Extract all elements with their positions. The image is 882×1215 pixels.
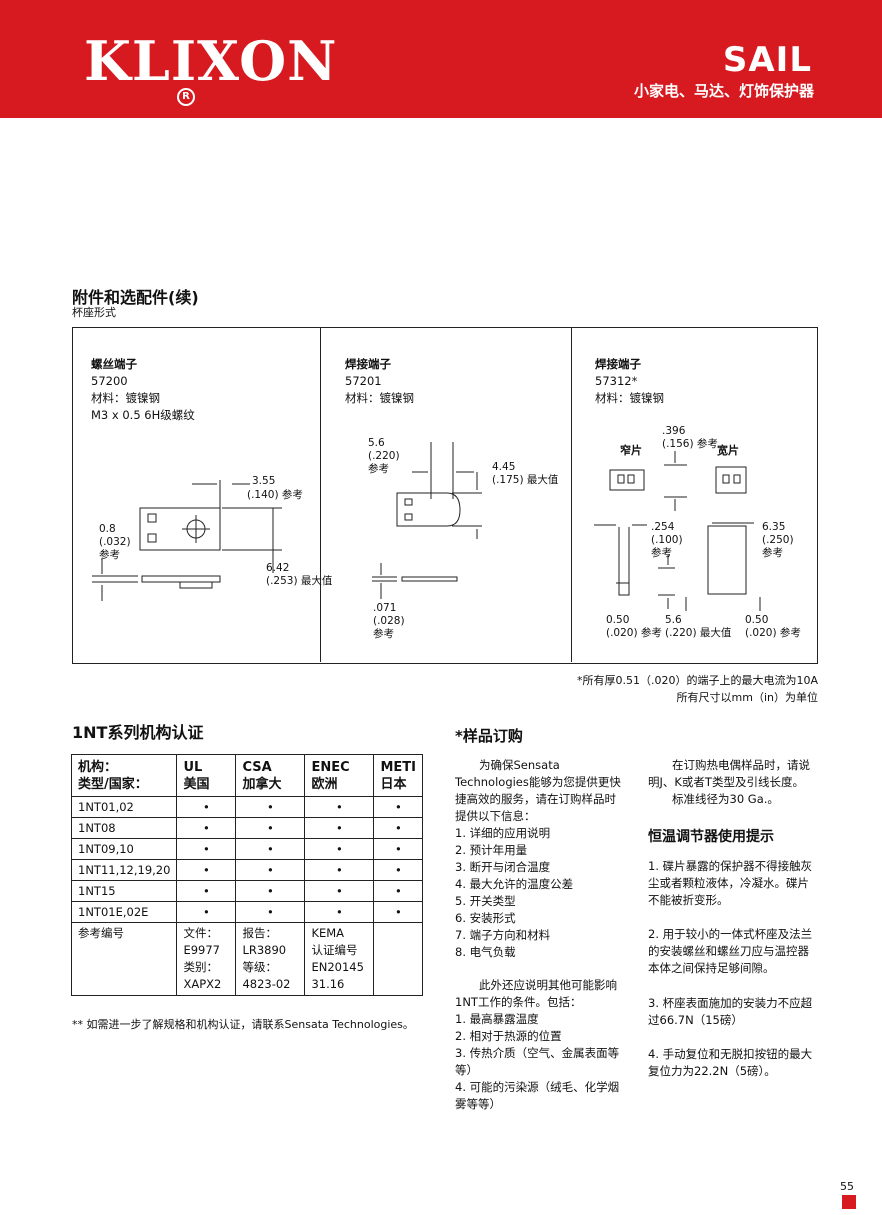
wide-tab — [715, 466, 747, 494]
list-item: 7. 端子方向和材料 — [455, 928, 551, 942]
klixon-logo: KLIXON — [84, 29, 338, 93]
thread-spec: M3 x 0.5 6H级螺纹 — [91, 408, 195, 422]
list-item: 4. 最大允许的温度公差 — [455, 877, 574, 891]
dim-label: (.140) 参考 — [247, 489, 303, 501]
section-title-sample-order: *样品订购 — [455, 727, 523, 745]
extra-conditions-intro: 此外还应说明其他可能影响1NT工作的条件。包括： — [455, 978, 617, 1009]
list-item: 8. 电气负载 — [455, 945, 516, 959]
panel-title: 焊接端子 — [345, 357, 391, 371]
panel-divider — [571, 328, 572, 662]
panel-title: 焊接端子 — [595, 357, 641, 371]
material: 材料：镀镍钢 — [595, 391, 664, 405]
reference-label: 参考编号 — [70, 922, 178, 996]
sample-order-list: 1. 详细的应用说明 2. 预计年用量 3. 断开与闭合温度 4. 最大允许的温… — [455, 825, 627, 961]
registered-mark: R — [177, 88, 195, 106]
cert-footnote: ** 如需进一步了解规格和机构认证，请联系Sensata Technologie… — [72, 1018, 414, 1031]
footnote-units: 所有尺寸以mm（in）为单位 — [676, 691, 818, 704]
dim-label: 4.45(.175) 最大值 — [492, 461, 559, 486]
table-row: 1NT09,10•••• — [70, 838, 424, 860]
list-item: 6. 安装形式 — [455, 911, 516, 925]
material: 材料：镀镍钢 — [91, 391, 160, 405]
dim-label: 3.55 — [252, 475, 276, 487]
narrow-tab-label: 窄片 — [620, 444, 642, 457]
section-title-accessories: 附件和选配件(续) — [72, 288, 199, 307]
sample-order-intro: 为确保Sensata Technologies能够为您提供更快捷高效的服务，请在… — [455, 758, 621, 823]
terminal-drawings — [92, 442, 761, 611]
terminal-drawings-box — [72, 327, 818, 664]
panel-screw-terminal: 螺丝端子 57200 材料：镀镍钢 M3 x 0.5 6H级螺纹 — [91, 356, 195, 424]
list-item: 2. 预计年用量 — [455, 843, 528, 857]
standard-gauge-note: 标准线径为30 Ga.。 — [672, 792, 779, 806]
product-line-subtitle: 小家电、马达、灯饰保护器 — [633, 82, 814, 100]
part-number: 57201 — [345, 374, 382, 388]
table-row: 1NT08•••• — [70, 817, 424, 839]
box-footnotes: *所有厚0.51（.020）的端子上的最大电流为10A 所有尺寸以mm（in）为… — [577, 672, 818, 706]
header-agency: 机构：类型/国家： — [70, 754, 178, 797]
panel-solder-terminal-2: 焊接端子 57312* 材料：镀镍钢 — [595, 356, 664, 407]
table-row: 1NT01,02•••• — [70, 796, 424, 818]
extra-conditions-list: 1. 最高暴露温度 2. 相对于热源的位置 3. 传热介质（空气、金属表面等等）… — [455, 1011, 627, 1113]
narrow-tab-side — [618, 527, 630, 596]
table-row: 1NT01E,02E•••• — [70, 901, 424, 923]
list-item: 1. 详细的应用说明 — [455, 826, 551, 840]
section-title-tips: 恒温调节器使用提示 — [648, 829, 774, 845]
page-marker — [842, 1195, 856, 1209]
list-item: 5. 开关类型 — [455, 894, 516, 908]
tip-item: 4. 手动复位和无脱扣按钮的最大复位力为22.2N（5磅）。 — [648, 1047, 813, 1078]
part-number: 57312* — [595, 374, 638, 388]
dim-label: 0.50(.020) 参考 — [745, 614, 801, 639]
tip-item: 2. 用于较小的一体式杯座及法兰的安装螺丝和螺丝刀应与温控器本体之间保持足够间隙… — [648, 927, 813, 975]
dim-label: 0.8(.032)参考 — [99, 523, 131, 561]
dim-label: .254(.100)参考 — [651, 521, 683, 559]
narrow-tab — [609, 469, 645, 491]
product-line-title: SAIL — [722, 40, 812, 80]
table-row: 1NT15•••• — [70, 880, 424, 902]
list-item: 3. 传热介质（空气、金属表面等等） — [455, 1046, 620, 1077]
list-item: 1. 最高暴露温度 — [455, 1012, 539, 1026]
thermocouple-order-note: 在订购热电偶样品时，请说明J、K或者T类型及引线长度。 — [648, 758, 810, 789]
panel-divider — [320, 328, 321, 662]
tip-item: 3. 杯座表面施加的安装力不应超过66.7N（15磅） — [648, 996, 813, 1027]
dim-label: 6.35(.250)参考 — [762, 521, 794, 559]
section-title-certification: 1NT系列机构认证 — [72, 723, 204, 742]
table-row: 1NT11,12,19,20•••• — [70, 859, 424, 881]
list-item: 2. 相对于热源的位置 — [455, 1029, 562, 1043]
dim-label: 0.50(.020) 参考 — [606, 614, 662, 639]
list-item: 4. 可能的污染源（绒毛、化学烟雾等等） — [455, 1080, 620, 1111]
list-item: 3. 断开与闭合温度 — [455, 860, 551, 874]
dim-label: .396(.156) 参考 — [662, 425, 718, 450]
panel-title: 螺丝端子 — [91, 357, 137, 371]
dim-label: .071(.028)参考 — [373, 602, 405, 640]
dim-label: 5.6(.220) 最大值 — [665, 614, 732, 639]
section-subtitle-cup: 杯座形式 — [72, 306, 116, 319]
footnote-current: *所有厚0.51（.020）的端子上的最大电流为10A — [576, 674, 818, 687]
part-number: 57200 — [91, 374, 128, 388]
page-number: 55 — [840, 1180, 854, 1193]
dim-label: 5.6(.220)参考 — [368, 437, 400, 475]
tip-item: 1. 碟片暴露的保护器不得接触灰尘或者颗粒液体，冷凝水。碟片不能被折变形。 — [648, 859, 813, 907]
wide-tab-label: 宽片 — [717, 444, 739, 457]
reference-meti — [373, 922, 424, 996]
panel-solder-terminal-1: 焊接端子 57201 材料：镀镍钢 — [345, 356, 414, 407]
solder-terminal-plate — [396, 492, 461, 527]
material: 材料：镀镍钢 — [345, 391, 414, 405]
header-band — [0, 0, 882, 118]
dim-label: 6.42(.253) 最大值 — [266, 562, 333, 587]
wide-tab-side — [707, 525, 747, 595]
